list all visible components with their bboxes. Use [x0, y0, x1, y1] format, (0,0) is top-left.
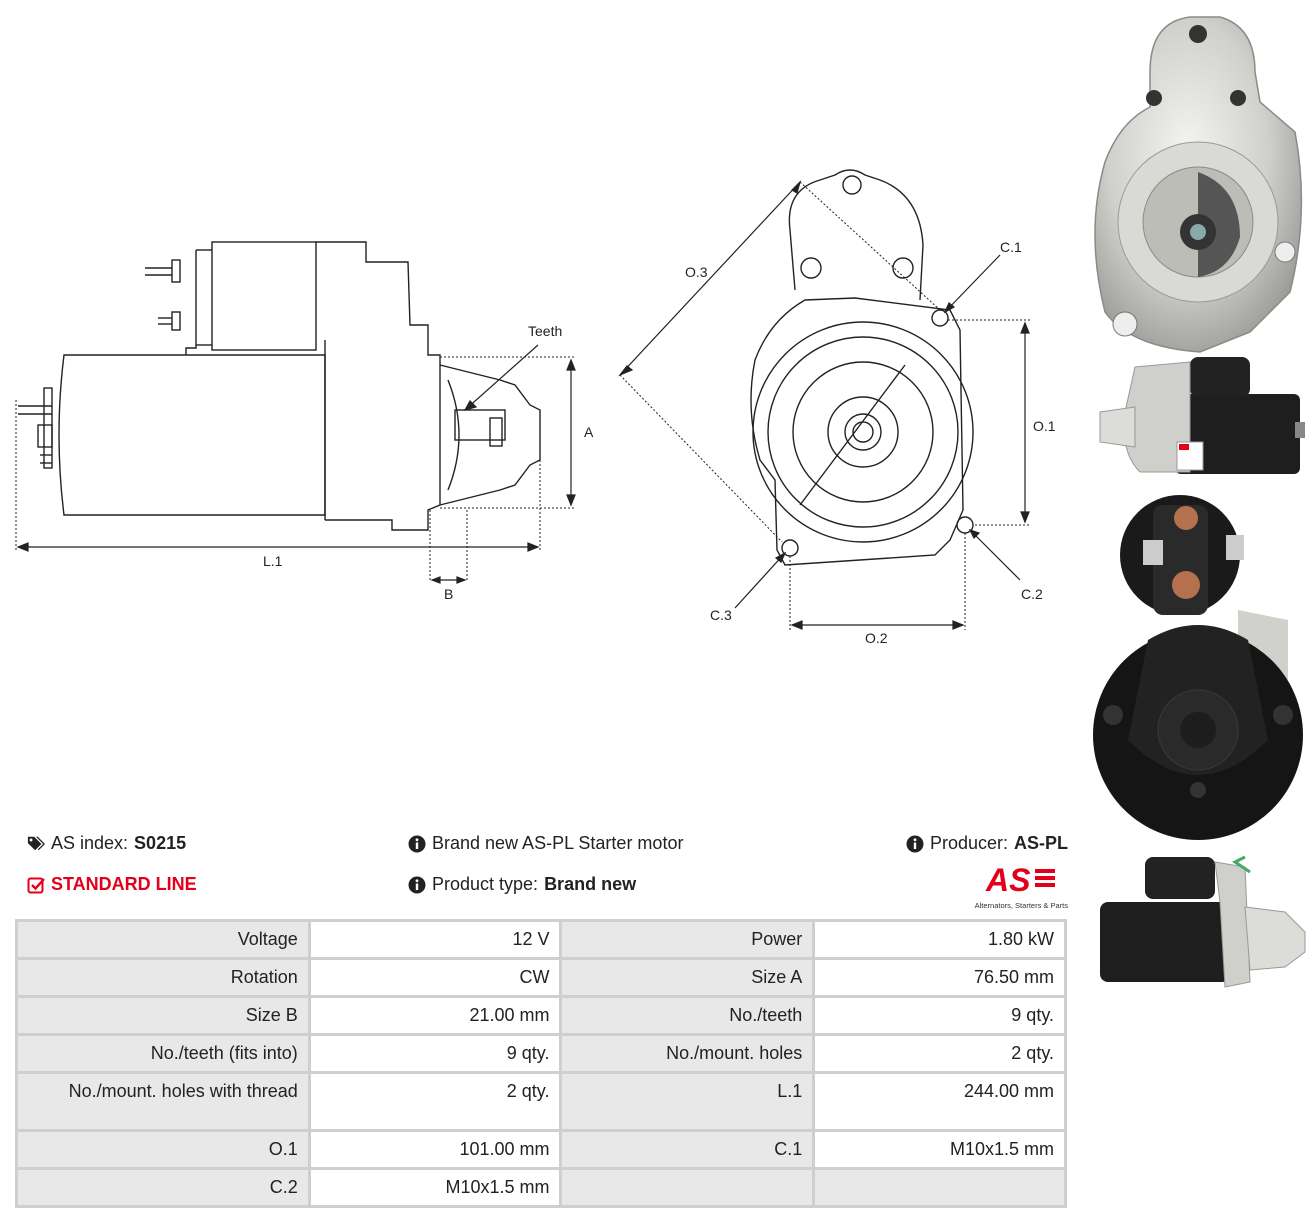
spec-key: Voltage: [15, 919, 311, 960]
spec-key: Size B: [15, 995, 311, 1036]
spec-value: CW: [307, 957, 563, 998]
label-c3: C.3: [710, 607, 732, 623]
table-row: No./teeth (fits into) 9 qty. No./mount. …: [15, 1033, 1067, 1074]
standard-line-row: STANDARD LINE: [27, 874, 197, 895]
spec-value: 244.00 mm: [812, 1071, 1067, 1132]
label-c1: C.1: [1000, 239, 1022, 255]
producer-value: AS-PL: [1014, 833, 1069, 853]
label-c2: C.2: [1021, 586, 1043, 602]
spec-key: O.1: [15, 1129, 311, 1170]
spec-key: No./teeth (fits into): [15, 1033, 311, 1074]
info-circle-icon: [408, 876, 426, 893]
spec-key: Rotation: [15, 957, 311, 998]
spec-value: M10x1.5 mm: [812, 1129, 1067, 1170]
label-l1: L.1: [263, 553, 283, 569]
spec-key: No./mount. holes: [559, 1033, 816, 1074]
as-logo-mark: AS: [985, 862, 1055, 898]
info-circle-icon: [408, 835, 426, 852]
product-type-row: Product type: Brand new: [408, 874, 636, 895]
spec-value: M10x1.5 mm: [307, 1167, 563, 1208]
spec-key: No./teeth: [559, 995, 816, 1036]
product-photo-front: [1094, 16, 1303, 353]
as-logo-tagline: Alternators, Starters & Parts: [974, 901, 1068, 910]
spec-value: 21.00 mm: [307, 995, 563, 1036]
label-o2: O.2: [865, 630, 888, 646]
label-a: A: [584, 424, 594, 440]
spec-value: 2 qty.: [307, 1071, 563, 1132]
spec-key: Size A: [559, 957, 816, 998]
table-row: O.1 101.00 mm C.1 M10x1.5 mm: [15, 1129, 1067, 1170]
spec-value: 9 qty.: [812, 995, 1067, 1036]
spec-key: No./mount. holes with thread: [15, 1071, 311, 1132]
product-photo-rear: [1093, 495, 1303, 840]
spec-value: 101.00 mm: [307, 1129, 563, 1170]
label-o1: O.1: [1033, 418, 1056, 434]
table-row: No./mount. holes with thread 2 qty. L.1 …: [15, 1071, 1067, 1132]
label-b: B: [444, 586, 453, 602]
check-square-icon: [27, 877, 45, 893]
label-teeth: Teeth: [528, 323, 562, 339]
as-index-value: S0215: [134, 833, 187, 853]
spec-value: 76.50 mm: [812, 957, 1067, 998]
product-type-value: Brand new: [544, 874, 637, 894]
spec-key: Power: [559, 919, 816, 960]
as-logo: AS Alternators, Starters & Parts: [960, 862, 1068, 910]
as-index-row: AS index: S0215: [27, 833, 186, 854]
front-view-drawing: O.3 C.1 O.1 C.2 C.3 O.2: [618, 169, 1056, 646]
info-circle-icon: [906, 835, 924, 852]
spec-value: 12 V: [307, 919, 563, 960]
spec-key: L.1: [559, 1071, 816, 1132]
spec-key: C.1: [559, 1129, 816, 1170]
table-row: Rotation CW Size A 76.50 mm: [15, 957, 1067, 998]
spec-table: Voltage 12 V Power 1.80 kW Rotation CW S…: [15, 919, 1067, 1208]
as-index-label: AS index:: [51, 833, 129, 853]
spec-value: 1.80 kW: [812, 919, 1067, 960]
product-type-label: Product type:: [432, 874, 539, 894]
description-text: Brand new AS-PL Starter motor: [432, 833, 684, 853]
spec-key: [559, 1167, 816, 1208]
tags-icon: [27, 836, 45, 850]
label-o3: O.3: [685, 264, 708, 280]
table-row: C.2 M10x1.5 mm: [15, 1167, 1067, 1208]
table-row: Size B 21.00 mm No./teeth 9 qty.: [15, 995, 1067, 1036]
spec-value: 9 qty.: [307, 1033, 563, 1074]
producer-label: Producer:: [930, 833, 1009, 853]
spec-key: C.2: [15, 1167, 311, 1208]
product-photo-side: [1099, 357, 1305, 474]
side-view-drawing: Teeth A L.1 B: [15, 241, 594, 602]
table-row: Voltage 12 V Power 1.80 kW: [15, 919, 1067, 960]
description-row: Brand new AS-PL Starter motor: [408, 833, 683, 854]
product-photo-side-2: [1100, 855, 1306, 988]
producer-row: Producer: AS-PL: [906, 833, 1068, 854]
standard-line-label: STANDARD LINE: [51, 874, 197, 894]
spec-value: 2 qty.: [812, 1033, 1067, 1074]
spec-value: [812, 1167, 1067, 1208]
as-logo-text: AS: [985, 863, 1031, 897]
